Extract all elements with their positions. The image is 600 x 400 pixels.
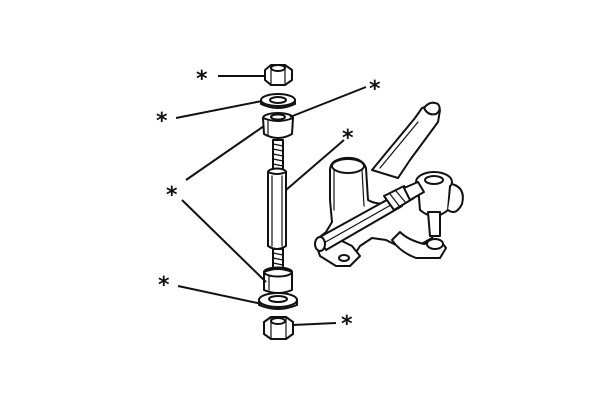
knuckle-assembly <box>314 101 464 267</box>
label-bushings-pair: * <box>166 183 178 208</box>
leader-upper-bushing <box>289 86 367 118</box>
lower-bushing <box>263 266 293 294</box>
stabilizer-link-parts <box>258 64 298 340</box>
leader-lower-washer <box>177 285 263 305</box>
top-hex-nut <box>264 64 293 86</box>
label-sleeve: * <box>342 126 354 151</box>
leader-sleeve <box>285 139 345 191</box>
leader-lines <box>175 75 367 326</box>
leader-bushings-upper <box>185 125 265 181</box>
leader-bushings-lower <box>181 199 267 283</box>
leader-bottom-nut <box>292 322 337 326</box>
label-bottom-nut: * <box>341 312 353 337</box>
leader-washer <box>175 100 263 119</box>
label-washer: * <box>156 109 168 134</box>
top-washer <box>260 93 296 109</box>
bottom-hex-nut <box>263 316 294 340</box>
upper-bushing <box>262 112 294 139</box>
label-upper-bushing: * <box>369 77 381 102</box>
threaded-stud-top <box>272 139 284 171</box>
label-lower-bushing: * <box>158 273 170 298</box>
label-top-nut: * <box>196 67 208 92</box>
asterisk-labels: * * * * * * * <box>156 67 381 337</box>
lower-washer <box>258 292 298 310</box>
spacer-sleeve <box>267 167 287 250</box>
